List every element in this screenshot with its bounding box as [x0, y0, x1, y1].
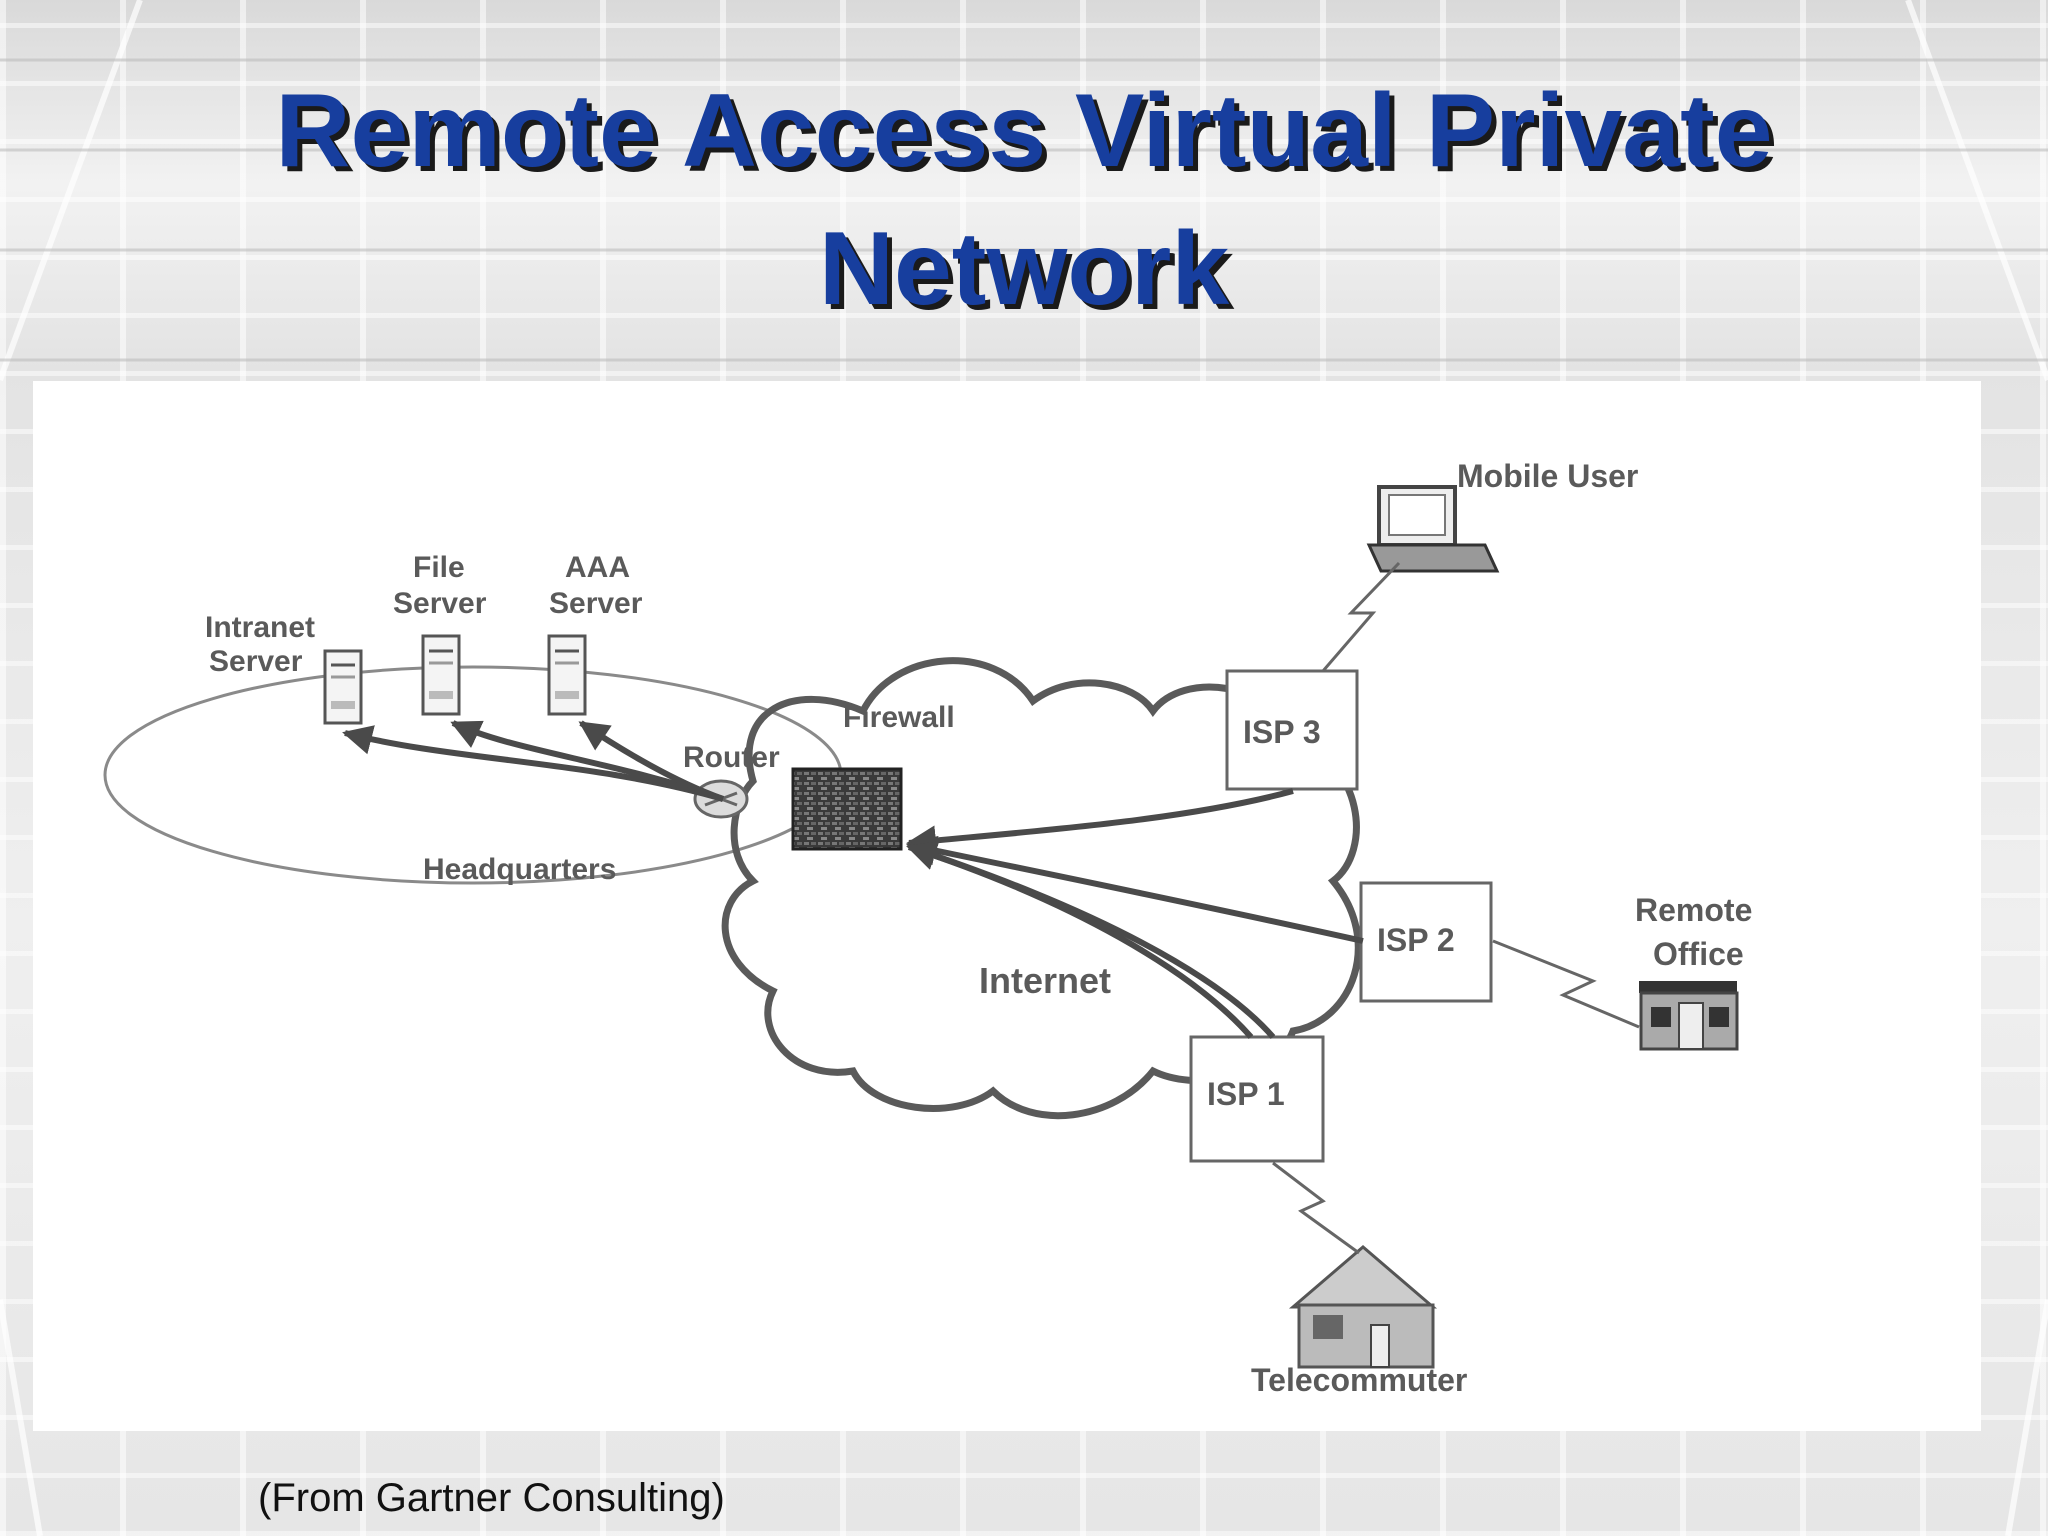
arrow-isp1a-firewall — [906, 841, 1254, 1039]
arrow-router-aaa — [578, 720, 725, 802]
label-internet: Internet — [979, 960, 1111, 1001]
aaa-server-icon — [547, 634, 587, 716]
label-firewall: Firewall — [843, 701, 955, 734]
wireless-link-mobile — [1321, 561, 1401, 672]
laptop-icon — [1366, 485, 1500, 573]
source-caption: (From Gartner Consulting) — [258, 1476, 725, 1520]
file-server-icon — [421, 634, 461, 716]
label-router: Router — [683, 741, 780, 774]
vpn-diagram: Intranet Server File Server AAA Server R… — [103, 458, 1752, 1398]
arrow-isp1b-firewall — [906, 841, 1276, 1039]
label-intranet-line1: Intranet — [205, 611, 315, 644]
label-file-line2: Server — [393, 587, 487, 620]
slide-title: Remote Access Virtual Private Network — [0, 62, 2048, 338]
arrow-router-intranet — [342, 725, 724, 802]
label-remote-office-line2: Office — [1653, 936, 1744, 972]
label-file-line1: File — [413, 551, 465, 584]
diagram-panel: Intranet Server File Server AAA Server R… — [33, 381, 1981, 1431]
internet-cloud — [721, 657, 1362, 1120]
remote-office-icon — [1639, 981, 1739, 1051]
label-isp3: ISP 3 — [1243, 714, 1321, 750]
arrow-router-file — [450, 720, 724, 802]
headquarters-ellipse — [103, 665, 843, 885]
wireless-link-telecommuter — [1272, 1161, 1360, 1255]
label-headquarters: Headquarters — [423, 853, 616, 886]
wireless-link-remote-office — [1492, 939, 1640, 1029]
firewall-icon — [791, 767, 903, 851]
label-isp1: ISP 1 — [1207, 1076, 1285, 1112]
label-telecommuter: Telecommuter — [1251, 1362, 1467, 1398]
label-aaa-line1: AAA — [565, 551, 630, 584]
arrow-isp2-firewall — [906, 835, 1364, 944]
arrow-isp3-firewall — [906, 788, 1294, 856]
isp2-box — [1359, 881, 1493, 1003]
slide-title-line1: Remote Access Virtual Private — [275, 73, 1773, 189]
label-mobile-user: Mobile User — [1457, 458, 1638, 494]
label-isp2: ISP 2 — [1377, 922, 1455, 958]
telecommuter-house-icon — [1288, 1245, 1438, 1369]
slide-title-line2: Network — [818, 211, 1230, 327]
isp1-box — [1189, 1035, 1325, 1163]
intranet-server-icon — [323, 649, 363, 725]
label-intranet-line2: Server — [209, 645, 303, 678]
label-aaa-line2: Server — [549, 587, 643, 620]
label-remote-office-line1: Remote — [1635, 892, 1752, 928]
